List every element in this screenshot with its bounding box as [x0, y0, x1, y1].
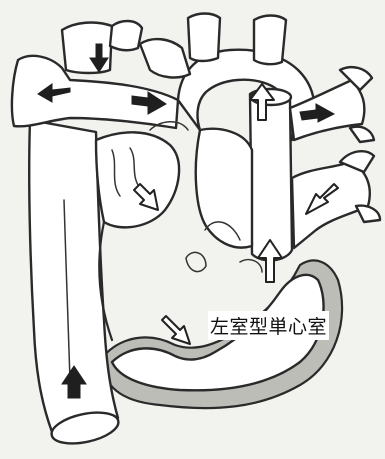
left-atrium	[196, 129, 252, 248]
ventricular-inflow-arrow	[162, 316, 190, 344]
pv-lower	[356, 206, 380, 222]
right-subclavian	[110, 21, 142, 50]
aorta-branch-3	[140, 39, 190, 77]
pulmonary-trunk	[250, 89, 292, 260]
pa-branch-lower	[350, 127, 374, 142]
aorta-branch-1	[188, 14, 220, 62]
diagram-caption: 左室型単心室	[208, 311, 329, 340]
superior-vena-cava	[62, 23, 112, 73]
right-atrium	[96, 132, 179, 227]
aorta-branch-2	[254, 16, 286, 65]
